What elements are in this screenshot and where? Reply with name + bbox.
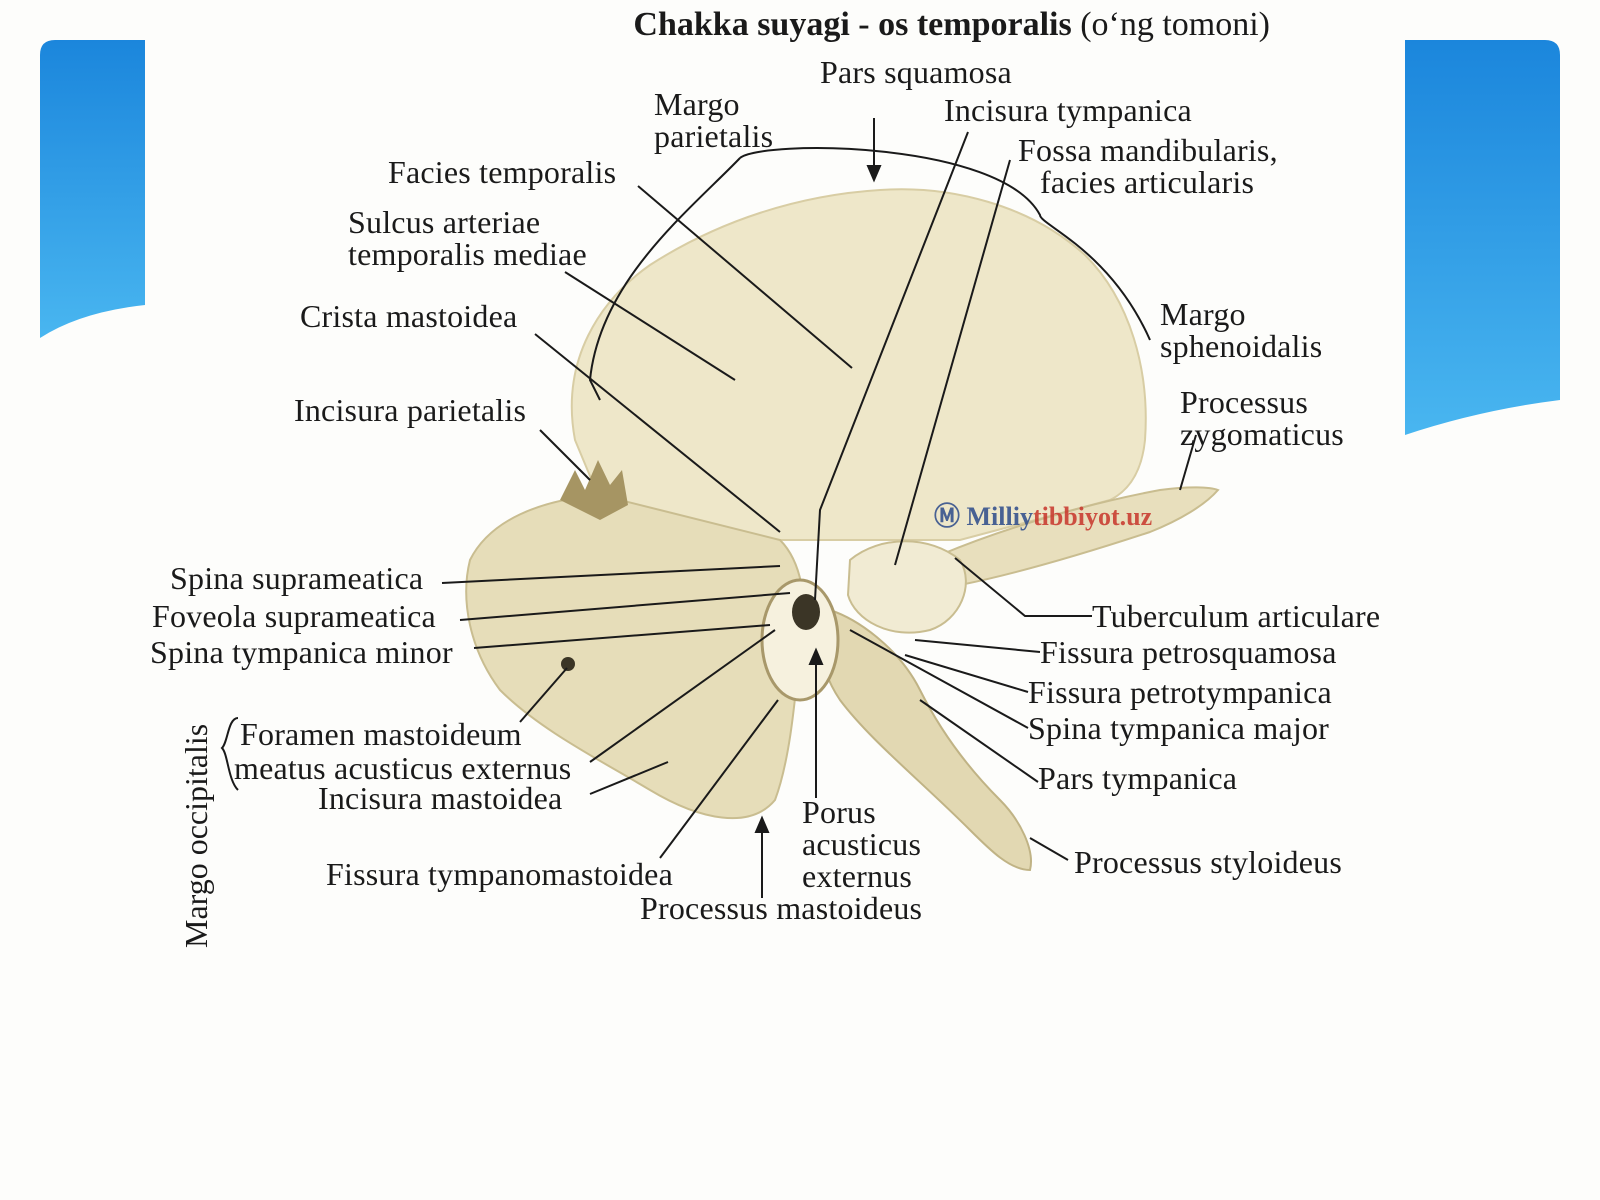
right-blue-panel	[1405, 40, 1560, 435]
title-rest: (o‘ng tomoni)	[1080, 6, 1270, 43]
leader-lines	[220, 118, 1197, 898]
label-margo-parietalis-2: parietalis	[654, 118, 774, 154]
label-porus-3: externus	[802, 858, 913, 894]
bone-tympanic-part	[820, 608, 1032, 872]
label-margo-sphenoidalis-2: sphenoidalis	[1160, 328, 1323, 364]
watermark-logo-icon: Ⓜ	[934, 502, 961, 531]
label-porus-2: acusticus	[802, 826, 922, 862]
label-margo-parietalis-1: Margo	[654, 86, 740, 122]
label-pars-squamosa: Pars squamosa	[820, 54, 1012, 90]
label-tuberculum-articulare: Tuberculum articulare	[1092, 598, 1381, 634]
label-incisura-parietalis: Incisura parietalis	[294, 392, 527, 428]
title-bold: Chakka suyagi - os temporalis	[633, 6, 1072, 43]
label-margo-sphenoidalis-1: Margo	[1160, 296, 1246, 332]
label-fissura-petrosquamosa: Fissura petrosquamosa	[1040, 634, 1337, 670]
label-foveola-suprameatica: Foveola suprameatica	[152, 598, 436, 634]
label-sulcus-1: Sulcus arteriae	[348, 204, 541, 240]
label-spina-tympanica-minor: Spina tympanica minor	[150, 634, 453, 670]
label-crista-mastoidea: Crista mastoidea	[300, 298, 518, 334]
bone-articular-tubercle	[846, 540, 967, 634]
label-facies-temporalis: Facies temporalis	[388, 154, 617, 190]
label-margo-occipitalis: Margo occipitalis	[178, 723, 214, 948]
diagram-title: Chakka suyagi - os temporalis (o‘ng tomo…	[0, 6, 1270, 44]
incisura-parietalis-texture	[560, 460, 628, 520]
label-processus-zygomaticus-2: zygomaticus	[1180, 416, 1344, 452]
site-watermark: Ⓜ Milliytibbiyot.uz	[934, 504, 1152, 530]
label-porus-1: Porus	[802, 794, 876, 830]
foramen-mastoideum-mark	[561, 657, 575, 671]
label-incisura-tympanica: Incisura tympanica	[944, 92, 1192, 128]
label-processus-mastoideus: Processus mastoideus	[640, 890, 923, 926]
label-pars-tympanica: Pars tympanica	[1038, 760, 1238, 796]
label-fissura-tympanomastoidea: Fissura tympanomastoidea	[326, 856, 673, 892]
bone-zygomatic-process	[938, 486, 1220, 587]
label-spina-suprameatica: Spina suprameatica	[170, 560, 424, 596]
label-incisura-mastoidea: Incisura mastoidea	[318, 780, 563, 816]
label-spina-tympanica-major: Spina tympanica major	[1028, 710, 1330, 746]
label-meatus-acusticus-externus: meatus acusticus externus	[234, 750, 572, 786]
watermark-b: tibbiyot.uz	[1032, 502, 1153, 531]
left-blue-panel	[40, 40, 145, 338]
label-processus-styloideus: Processus styloideus	[1074, 844, 1342, 880]
label-processus-zygomaticus-1: Processus	[1180, 384, 1309, 420]
label-fissura-petrotympanica: Fissura petrotympanica	[1028, 674, 1332, 710]
label-foramen-mastoideum: Foramen mastoideum	[240, 716, 522, 752]
label-fossa-1: Fossa mandibularis,	[1018, 132, 1278, 168]
label-sulcus-2: temporalis mediae	[348, 236, 587, 272]
label-fossa-2: facies articularis	[1040, 164, 1255, 200]
meatus-opening	[792, 594, 820, 630]
watermark-a: Milliy	[966, 502, 1033, 531]
